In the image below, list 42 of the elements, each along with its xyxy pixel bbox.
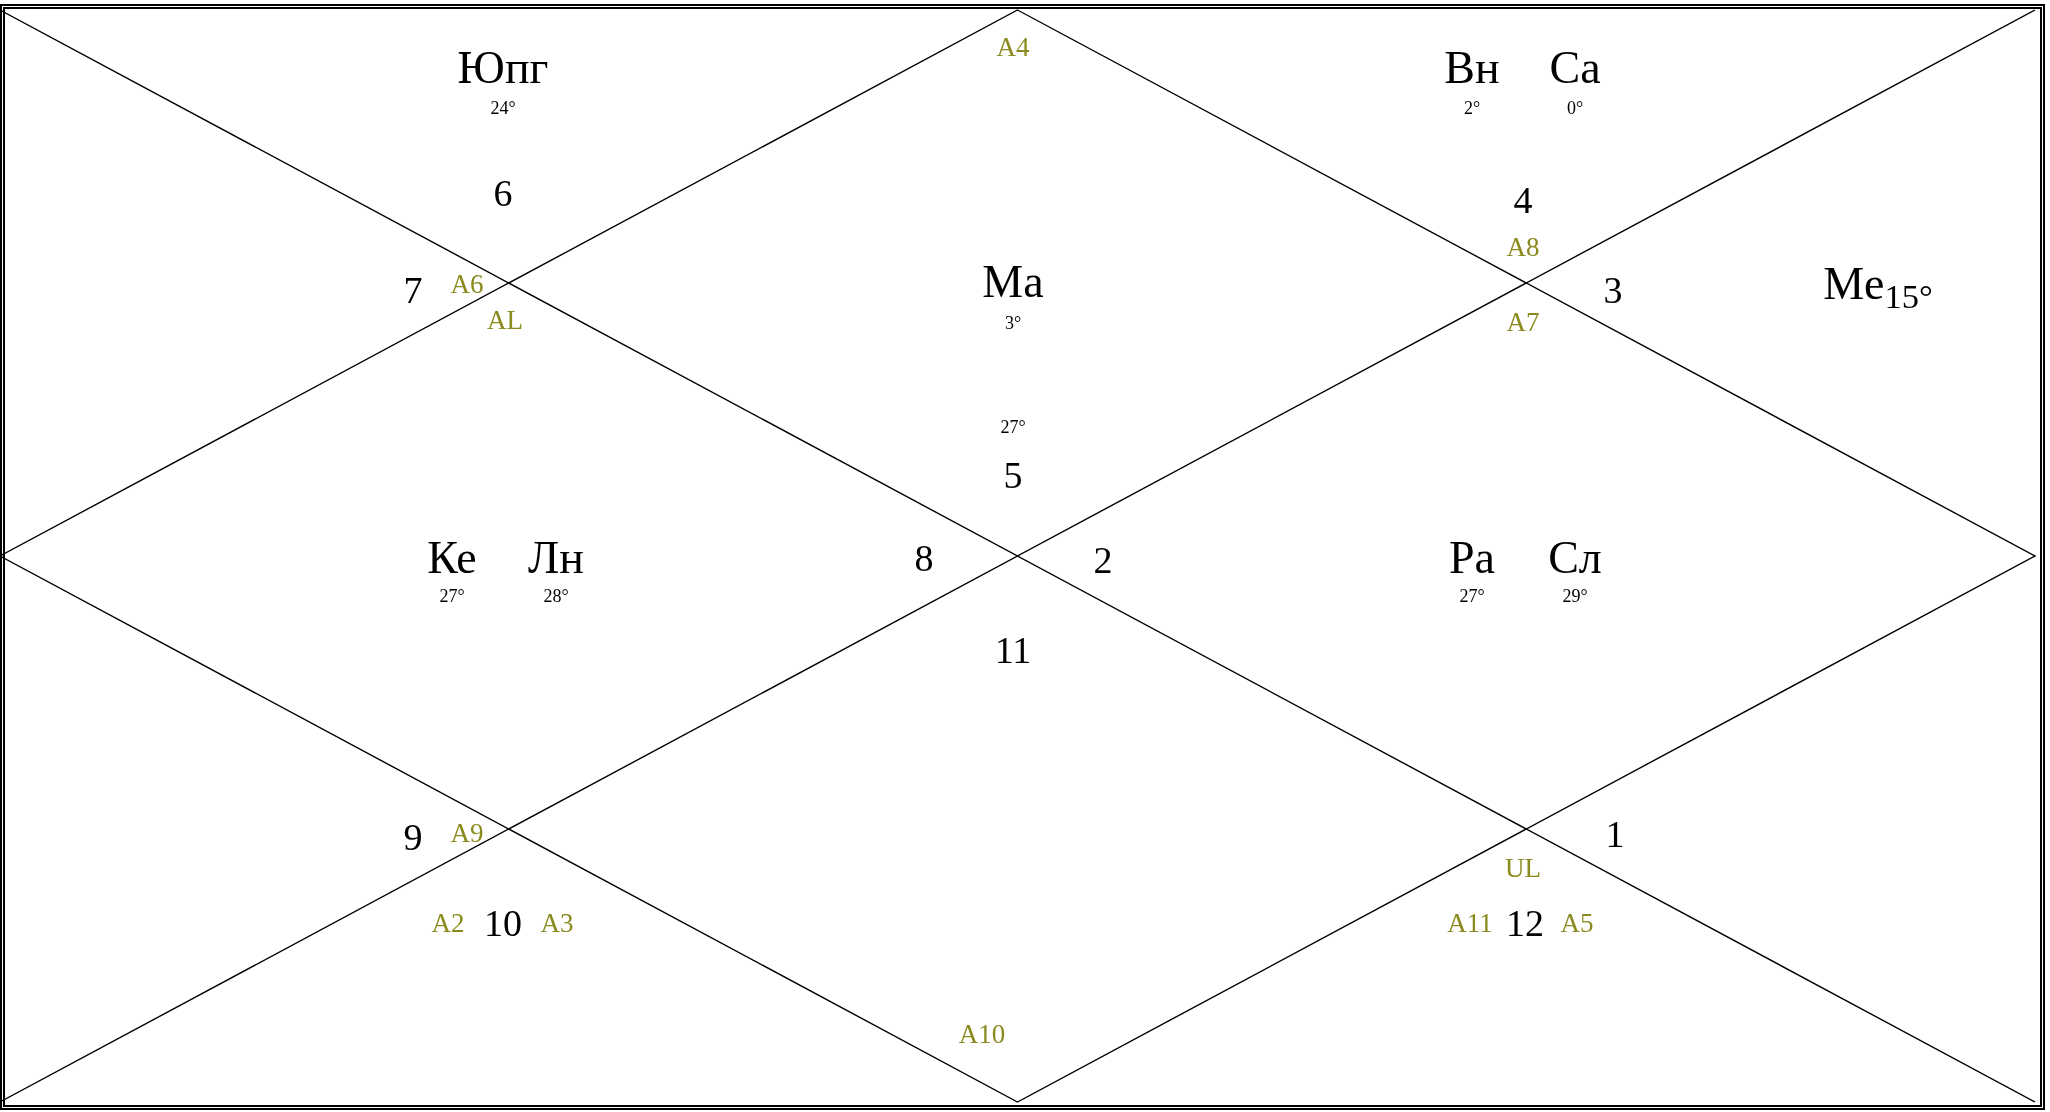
arudha-label: A2 [431,909,465,937]
degree-label: 2° [1463,99,1481,117]
arudha-label: A3 [540,909,574,937]
degree-label: 27° [439,587,465,605]
arudha-label: A11 [1447,909,1493,937]
degree-label: 28° [543,587,569,605]
arudha-label: A7 [1506,308,1540,336]
house-number: 3 [1603,271,1623,309]
arudha-label: A6 [450,270,484,298]
arudha-label: A8 [1506,233,1540,261]
degree-label: 27° [1459,587,1485,605]
planet-label: Сл [1548,535,1602,581]
house-number: 6 [493,174,513,212]
house-number: 10 [484,904,522,942]
planet-label: Ра [1449,535,1495,581]
planet-label: Юпг [457,45,549,91]
planet-label: Вн [1444,45,1500,91]
house-number: 11 [994,631,1032,669]
planet-label: Ма [982,259,1044,305]
degree-label: 3° [1004,314,1022,332]
house-number: 1 [1605,815,1625,853]
arudha-label: A5 [1560,909,1594,937]
degree-label: 0° [1566,99,1584,117]
planet-label: Me$_{15°}$ [1823,261,1933,307]
arudha-label: A9 [450,819,484,847]
arudha-label: A4 [996,33,1030,61]
planet-label: Ке [427,535,477,581]
house-number: 8 [914,539,934,577]
house-number: 7 [403,271,423,309]
degree-label: 24° [490,99,516,117]
degree-label: 27° [1000,418,1026,436]
degree-label: 29° [1562,587,1588,605]
arudha-label: A10 [958,1020,1006,1048]
planet-label: Са [1549,45,1601,91]
planet-label: Лн [528,535,584,581]
house-number: 2 [1093,541,1113,579]
house-number: 5 [1003,456,1023,494]
arudha-label: UL [1505,854,1541,882]
house-number: 9 [403,818,423,856]
house-number: 12 [1506,904,1544,942]
house-number: 4 [1513,181,1533,219]
arudha-label: AL [487,306,523,334]
